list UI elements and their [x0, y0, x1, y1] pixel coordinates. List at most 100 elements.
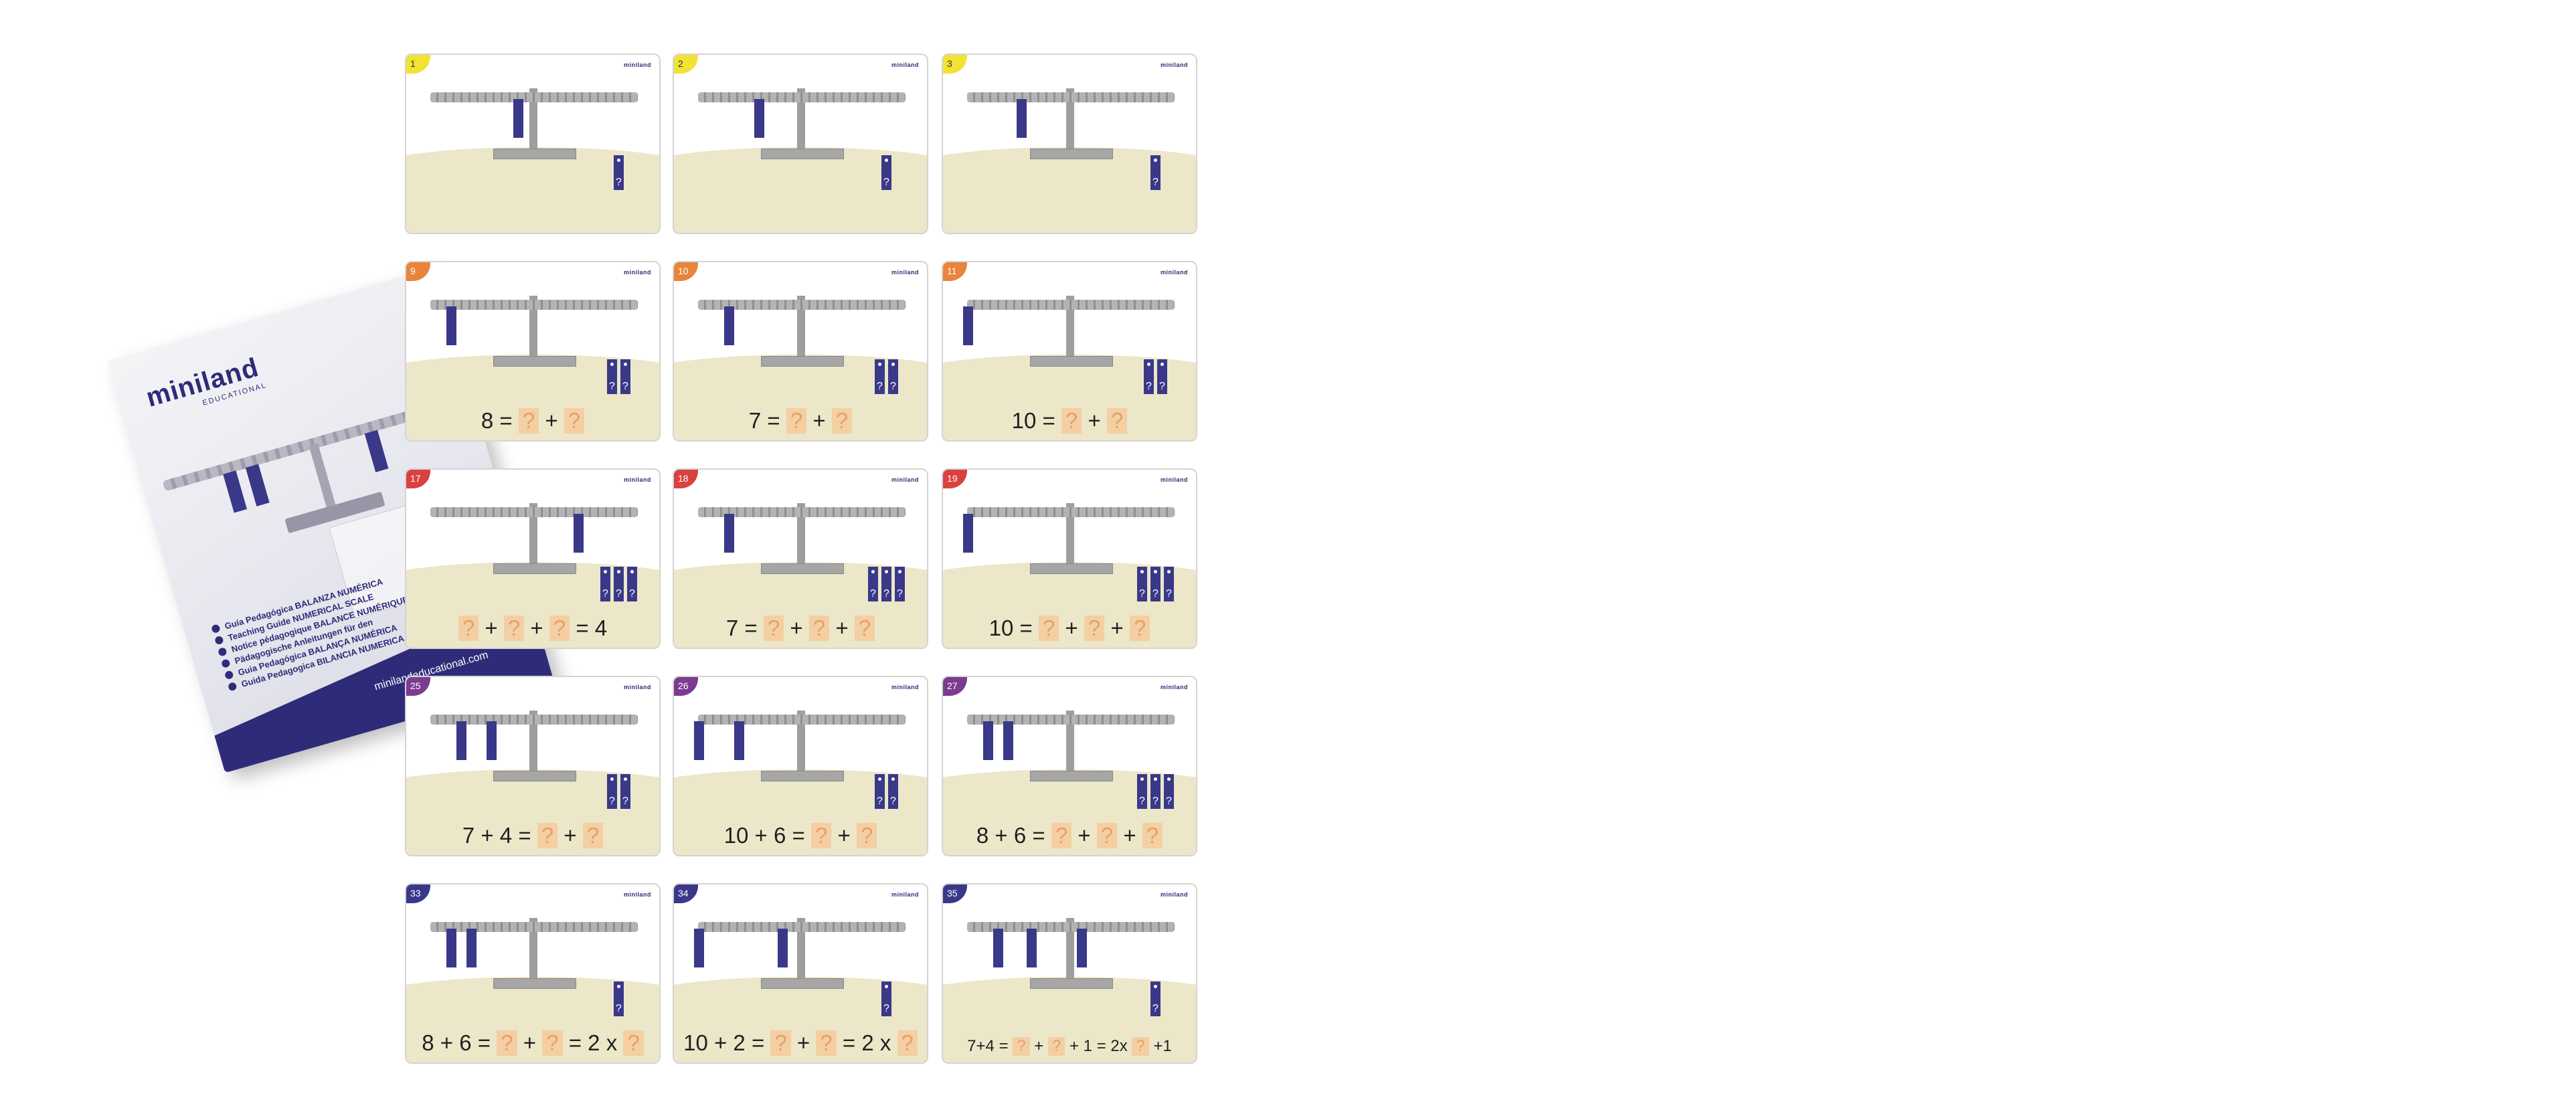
balance-beam — [698, 507, 906, 517]
equation-term: = 2 x — [842, 1030, 891, 1055]
card-equation: 7 + 4 = ? + ? — [406, 823, 659, 848]
card-number-tab: 27 — [943, 677, 967, 696]
hanging-weight — [993, 929, 1003, 967]
balance-beam — [698, 92, 906, 102]
blank-square: ? — [1039, 616, 1059, 641]
guide-weight — [223, 470, 247, 513]
unknown-weight-card: ? — [875, 774, 885, 809]
equation-term: 7 — [725, 616, 739, 640]
card-equation: 8 = ? + ? — [406, 408, 659, 434]
hanging-weight — [446, 306, 456, 345]
equation-term: = — [1019, 616, 1033, 640]
hanging-weight — [724, 514, 734, 553]
equation-term: + — [545, 408, 558, 433]
blank-square: ? — [897, 1030, 918, 1056]
unknown-weight-card: ? — [868, 567, 878, 601]
balance-beam — [967, 92, 1175, 102]
balance-beam — [430, 92, 638, 102]
balance-post — [1066, 918, 1074, 985]
card-number-tab: 25 — [406, 677, 430, 696]
balance-base — [493, 356, 576, 367]
equation-term: = — [999, 1037, 1009, 1055]
balance-base — [1030, 356, 1113, 367]
balance-base — [761, 771, 844, 781]
balance-post — [797, 88, 805, 155]
unknown-weight-card: ? — [895, 567, 905, 601]
card-brand-logo: miniland — [891, 891, 919, 898]
card-equation: 10 + 6 = ? + ? — [674, 823, 927, 848]
hanging-weight — [963, 306, 973, 345]
flag-icon — [214, 635, 224, 646]
card-number-tab: 26 — [674, 677, 698, 696]
card-equation: 10 = ? + ? — [943, 408, 1196, 434]
hanging-weight — [466, 929, 477, 967]
balance-post — [797, 711, 805, 777]
unknown-weight-card: ? — [1137, 567, 1147, 601]
guide-weight — [364, 430, 389, 472]
equation-term: +1 — [1153, 1037, 1172, 1055]
card-brand-logo: miniland — [623, 476, 651, 483]
blank-square: ? — [1051, 823, 1072, 848]
hanging-weight — [724, 306, 734, 345]
equation-term: = — [518, 823, 531, 848]
card-equation: 8 + 6 = ? + ? = 2 x ? — [406, 1030, 659, 1056]
blank-square: ? — [623, 1030, 644, 1056]
equation-term: + — [796, 1030, 810, 1055]
balance-base — [1030, 563, 1113, 574]
card-equation: 10 = ? + ? + ? — [943, 616, 1196, 641]
balance-beam — [698, 300, 906, 310]
balance-base — [761, 563, 844, 574]
unknown-weight-card: ? — [1150, 155, 1161, 190]
balance-base — [761, 978, 844, 989]
blank-square: ? — [458, 616, 479, 641]
balance-post — [529, 296, 537, 363]
unknown-weight-card: ? — [607, 774, 617, 809]
balance-post — [529, 711, 537, 777]
unknown-weight-card: ? — [1150, 982, 1161, 1016]
blank-square: ? — [549, 616, 570, 641]
unknown-weight-card: ? — [888, 774, 898, 809]
flag-icon — [227, 681, 238, 692]
card-number-tab: 10 — [674, 262, 698, 281]
blank-square: ? — [1129, 616, 1150, 641]
balance-post — [797, 296, 805, 363]
equation-term: + — [1034, 1037, 1044, 1055]
blank-square: ? — [816, 1030, 837, 1056]
card-brand-logo: miniland — [891, 684, 919, 690]
blank-square: ? — [856, 823, 877, 848]
balance-beam — [967, 715, 1175, 725]
blank-square: ? — [1132, 1037, 1149, 1056]
equation-term: + 1 = — [1069, 1037, 1106, 1055]
equation-term: + — [1065, 616, 1078, 640]
balance-beam — [967, 507, 1175, 517]
unknown-weight-card: ? — [1157, 359, 1167, 394]
equation-term: 7 — [748, 408, 762, 433]
blank-square: ? — [1142, 823, 1163, 848]
card-brand-logo: miniland — [623, 269, 651, 276]
balance-beam — [698, 922, 906, 932]
equation-term: 8 + 6 — [976, 823, 1027, 848]
equation-term: 7 + 4 — [462, 823, 513, 848]
card-brand-logo: miniland — [623, 684, 651, 690]
balance-base — [1030, 978, 1113, 989]
balance-beam — [430, 715, 638, 725]
hanging-weight — [1027, 929, 1037, 967]
equation-term: = — [499, 408, 513, 433]
unknown-weight-card: ? — [1164, 567, 1174, 601]
card-number-tab: 2 — [674, 55, 698, 74]
equation-term: 10 + 2 — [683, 1030, 746, 1055]
equation-term: + — [1078, 823, 1091, 848]
card-number-tab: 11 — [943, 262, 967, 281]
hanging-weight — [963, 514, 973, 553]
blank-square: ? — [542, 1030, 563, 1056]
card-brand-logo: miniland — [1160, 62, 1188, 68]
card-brand-logo: miniland — [1160, 684, 1188, 690]
balance-post — [1066, 296, 1074, 363]
equation-term: + — [835, 616, 849, 640]
